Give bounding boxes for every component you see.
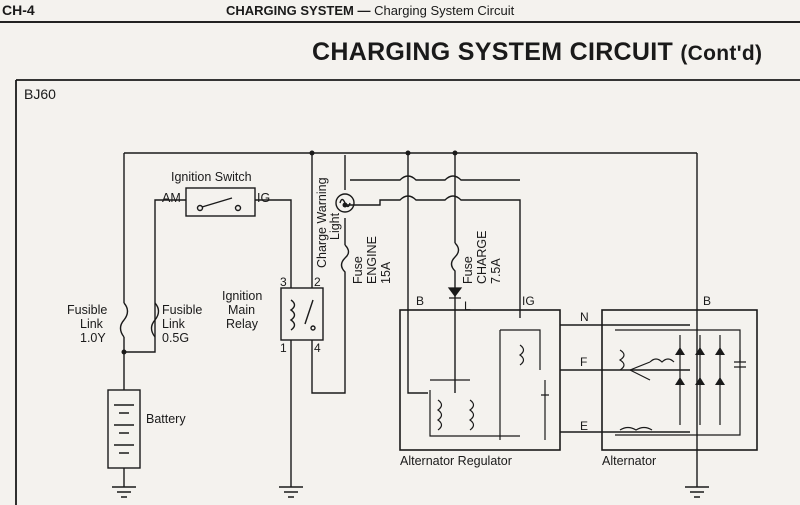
charge-warning-label-line1: Charge Warning <box>315 177 329 268</box>
ignition-switch-label: Ignition Switch <box>171 170 252 184</box>
regulator-l-terminal: L <box>464 299 471 313</box>
regulator-ig-terminal: IG <box>522 294 535 308</box>
n-terminal: N <box>580 310 589 324</box>
page-header: CH-4 CHARGING SYSTEM — Charging System C… <box>0 0 800 23</box>
nfe-lines <box>560 324 690 433</box>
upper-jumper <box>350 175 520 181</box>
fusible-link-b-line3: 0.5G <box>162 331 189 345</box>
relay-label-line2: Main <box>228 303 255 317</box>
relay-label-line3: Relay <box>226 317 259 331</box>
section-name: CHARGING SYSTEM <box>226 3 354 18</box>
ig-to-relay-wire <box>255 199 292 288</box>
regulator-b-terminal: B <box>416 294 424 308</box>
page-title-suffix: (Cont'd) <box>680 42 763 65</box>
am-terminal-label: AM <box>162 191 181 205</box>
fuse-charge-label-line2: CHARGE <box>475 231 489 284</box>
alternator-box <box>601 309 758 451</box>
fuse-symbols <box>119 242 460 338</box>
page-title: CHARGING SYSTEM CIRCUIT (Cont'd) <box>312 38 762 67</box>
model-code: BJ60 <box>24 86 56 102</box>
fuse-engine-label-line2: ENGINE <box>365 236 379 284</box>
am-feed-wire <box>154 199 186 303</box>
alternator-label: Alternator <box>602 454 656 468</box>
charge-warning-label-line2: Light <box>328 212 342 240</box>
diode-icon <box>447 287 463 299</box>
relay-pin-1: 1 <box>280 341 287 355</box>
subsection-name: Charging System Circuit <box>374 3 515 18</box>
page-title-main: CHARGING SYSTEM CIRCUIT <box>312 38 674 66</box>
fusible-link-a-line3: 1.0Y <box>80 331 106 345</box>
battery-label: Battery <box>146 412 186 426</box>
relay-switch-wire <box>311 153 346 394</box>
b-column-wire <box>407 153 428 394</box>
fuse-engine-label-line1: Fuse <box>351 256 365 284</box>
regulator-box <box>399 309 561 451</box>
ground-symbols <box>112 486 709 498</box>
ignition-switch-symbol <box>185 187 256 217</box>
relay-pin-3: 3 <box>280 275 287 289</box>
section-separator: — <box>353 3 375 18</box>
relay-symbol <box>280 287 324 341</box>
fuse-charge-label-line1: Fuse <box>461 256 475 284</box>
page-code: CH-4 <box>2 2 35 18</box>
ig-terminal-label: IG <box>257 191 270 205</box>
e-terminal: E <box>580 419 588 433</box>
fusible-link-b-line1: Fusible <box>162 303 202 317</box>
f-terminal: F <box>580 355 587 369</box>
alternator-diodes <box>675 347 725 385</box>
alternator-regulator-label: Alternator Regulator <box>400 454 512 468</box>
fusible-link-b-wire <box>124 303 156 353</box>
relay-label-line1: Ignition <box>222 289 262 303</box>
relay-pin-2: 2 <box>314 275 321 289</box>
fusible-link-b-line2: Link <box>162 317 186 331</box>
relay-pin-4: 4 <box>314 341 321 355</box>
section-title: CHARGING SYSTEM — Charging System Circui… <box>226 3 514 18</box>
battery-symbol <box>107 389 141 469</box>
header-rule <box>0 21 800 23</box>
regulator-internals <box>429 329 549 440</box>
fuse-engine-label-line3: 15A <box>379 261 393 284</box>
fusible-link-a-line1: Fusible <box>67 303 107 317</box>
alternator-b-terminal: B <box>703 294 711 308</box>
lamp-line-jumper <box>345 195 521 293</box>
warning-lamp-symbol <box>335 193 355 213</box>
fusible-link-a-line2: Link <box>80 317 104 331</box>
fuse-charge-label-line3: 7.5A <box>489 258 503 284</box>
